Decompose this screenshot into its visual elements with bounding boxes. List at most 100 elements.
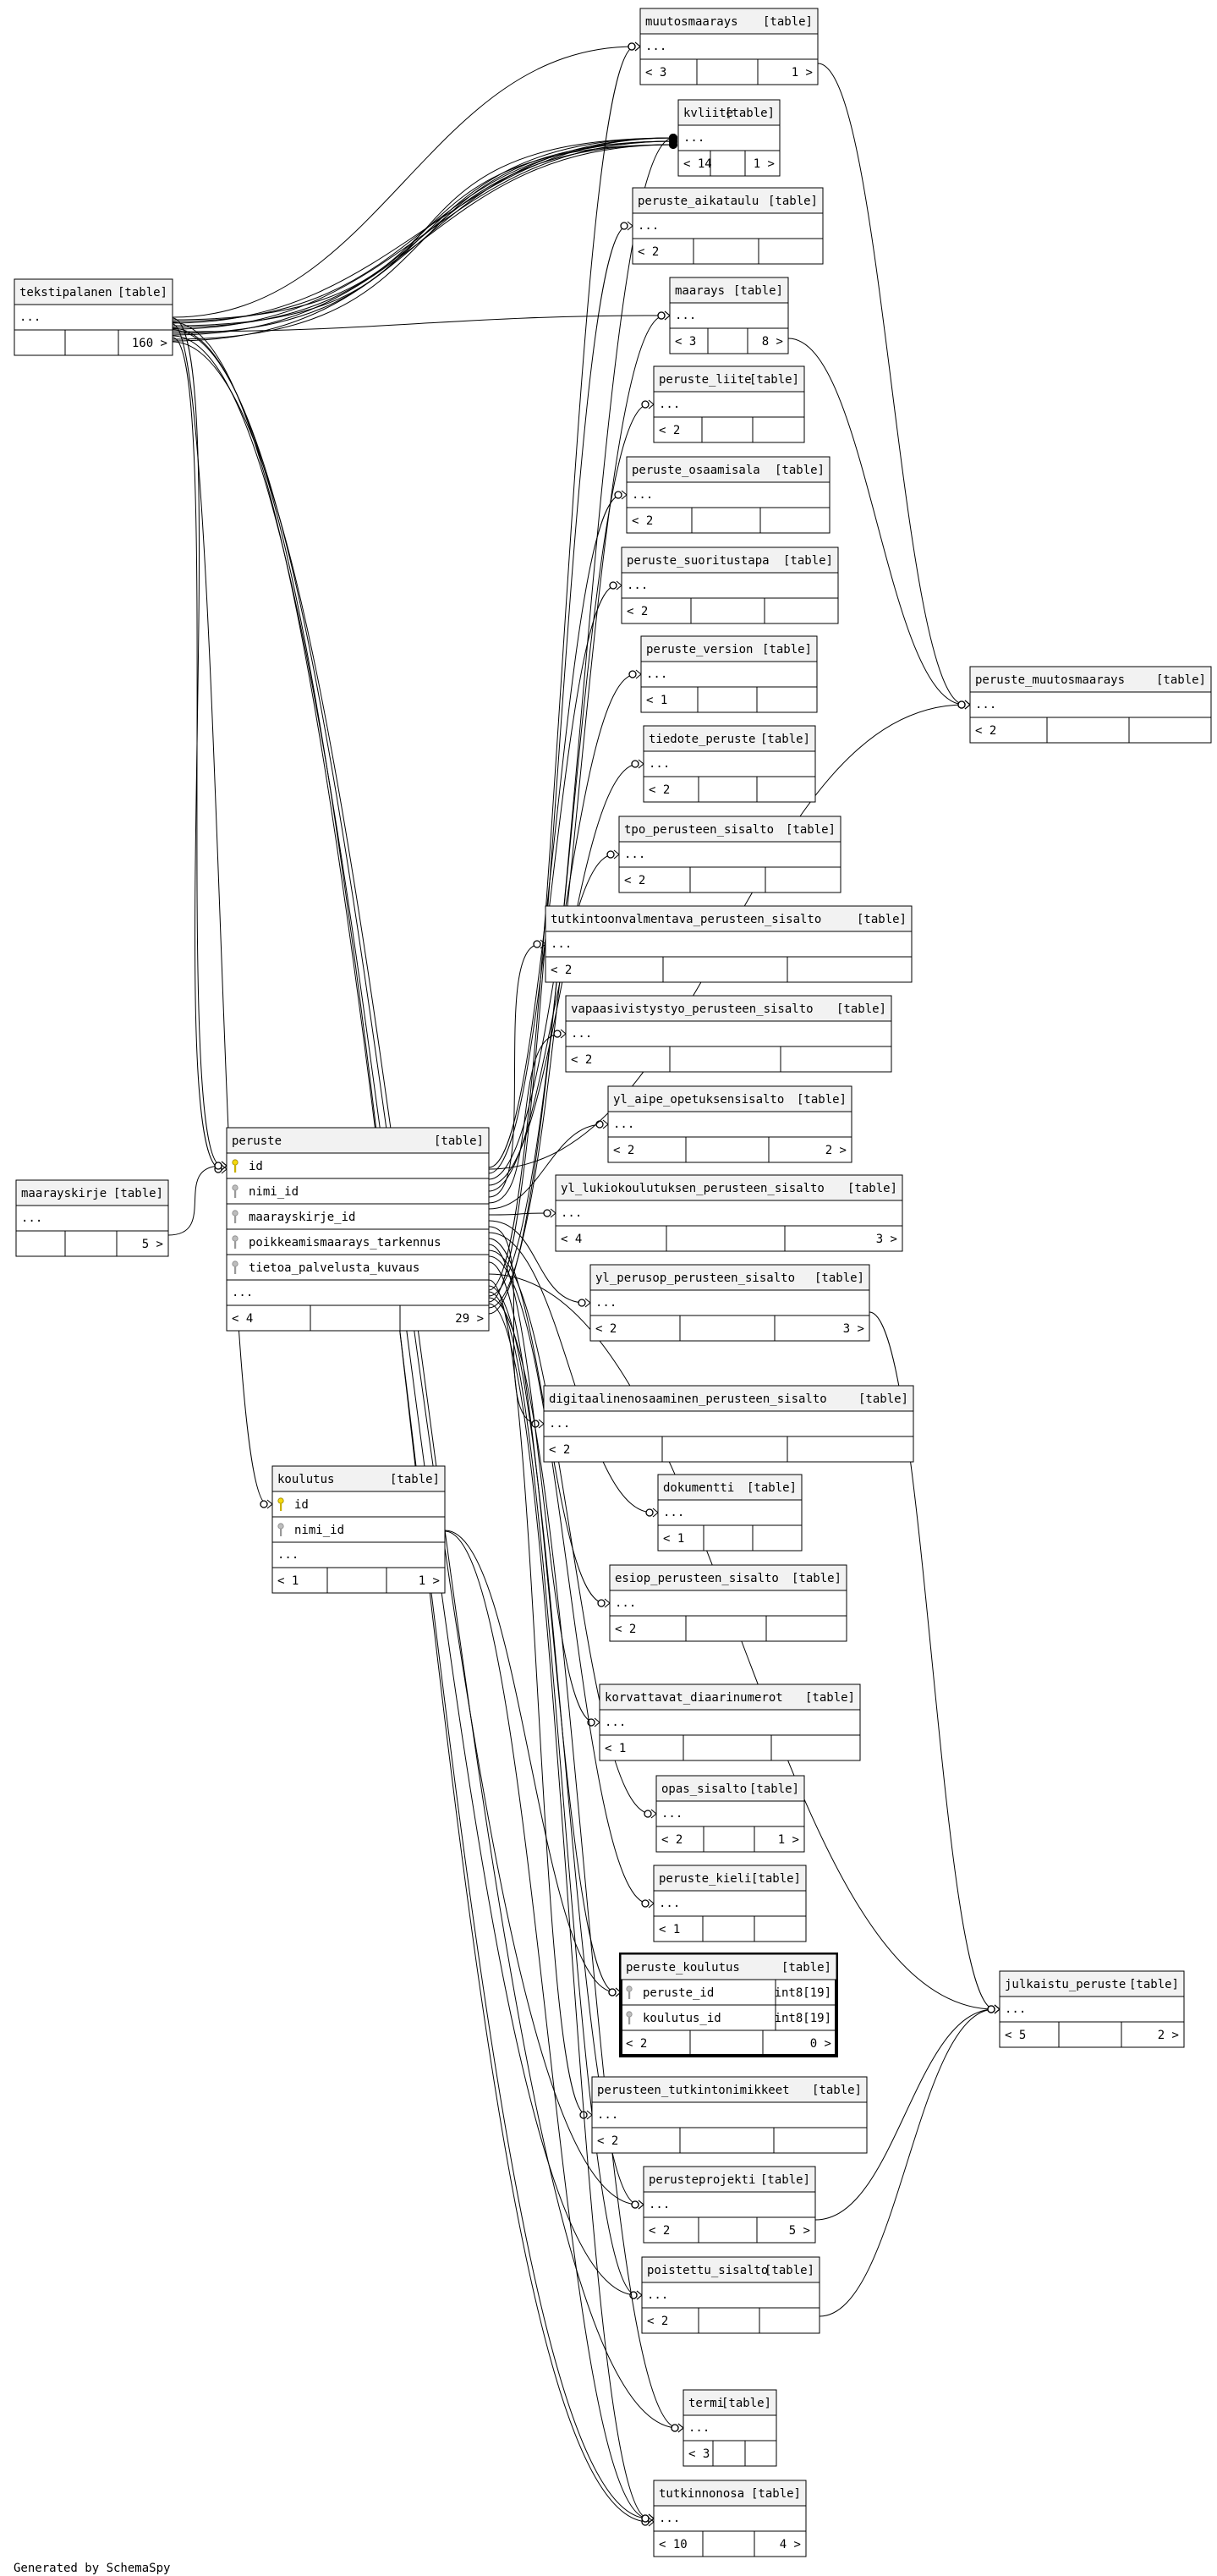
relationship-line	[488, 225, 628, 1303]
column-name: nimi_id	[294, 1524, 344, 1537]
table-name: tekstipalanen	[19, 286, 112, 299]
table-termi[interactable]: termi[table]...< 3	[683, 2389, 777, 2467]
table-tutkintoonvalmentava-perusteen-sisalto[interactable]: tutkintoonvalmentava_perusteen_sisalto [t…	[545, 905, 913, 983]
table-vapaasivistystyo-perusteen-sisalto[interactable]: vapaasivistystyo_perusteen_sisalto[table…	[565, 995, 892, 1073]
relationship-line	[172, 137, 674, 342]
table-tiedote-peruste[interactable]: tiedote_peruste[table]...< 2	[643, 725, 816, 803]
parent-count: < 1	[646, 694, 667, 707]
optional-many-marker	[620, 222, 628, 230]
optional-many-marker	[260, 1500, 268, 1508]
table-tag: [table]	[725, 107, 775, 120]
crowfoot-marker	[669, 134, 677, 142]
more-columns: ...	[615, 1596, 636, 1610]
table-tag: [table]	[1129, 1978, 1179, 1991]
table-dokumentti[interactable]: dokumentti[table]...< 1	[657, 1474, 803, 1552]
table-tag: [table]	[857, 913, 907, 926]
crowfoot-marker	[616, 580, 622, 590]
table-peruste-kieli[interactable]: peruste_kieli[table]...< 1	[653, 1865, 807, 1942]
more-columns: ...	[659, 398, 680, 411]
table-tpo-perusteen-sisalto[interactable]: tpo_perusteen_sisalto[table]...< 2	[618, 816, 841, 893]
optional-many-marker	[631, 2200, 639, 2209]
table-name: tutkinnonosa	[659, 2487, 744, 2501]
relationship-line	[172, 140, 674, 340]
table-poistettu-sisalto[interactable]: poistettu_sisalto[table]...< 2	[641, 2256, 820, 2334]
optional-many-marker	[533, 940, 541, 948]
table-name: peruste_liite	[659, 373, 752, 387]
table-tag: [table]	[768, 195, 818, 208]
crowfoot-marker	[638, 2200, 644, 2210]
table-perusteen-tutkintonimikkeet[interactable]: perusteen_tutkintonimikkeet[table]...< 2	[591, 2076, 868, 2154]
table-name: yl_perusop_perusteen_sisalto	[595, 1272, 795, 1285]
parent-count: < 2	[649, 2224, 670, 2238]
table-peruste-liite[interactable]: peruste_liite[table]...< 2	[653, 365, 805, 443]
crowfoot-marker	[613, 849, 620, 860]
relationship-line	[488, 1250, 652, 1815]
relationship-line	[488, 1232, 654, 1513]
foreign-key-icon	[232, 1184, 238, 1198]
optional-many-marker	[606, 850, 615, 859]
parent-count: < 3	[688, 2447, 710, 2461]
table-maarayskirje[interactable]: maarayskirje[table]...5 >	[15, 1179, 169, 1257]
table-tag: [table]	[786, 823, 836, 837]
crowfoot-marker	[677, 2423, 684, 2433]
relationship-line	[172, 315, 666, 332]
parent-count: < 2	[551, 964, 572, 977]
table-esiop-perusteen-sisalto[interactable]: esiop_perusteen_sisalto[table]...< 2	[609, 1564, 847, 1642]
crowfoot-marker	[635, 669, 642, 679]
crowfoot-marker	[994, 2004, 1000, 2014]
crowfoot-marker	[560, 1029, 567, 1039]
crowfoot-marker	[652, 1508, 659, 1518]
table-name: esiop_perusteen_sisalto	[615, 1572, 779, 1585]
child-count: 1 >	[419, 1574, 440, 1588]
relationship-line	[488, 1220, 586, 1304]
relationship-line	[488, 854, 615, 1192]
more-columns: ...	[659, 1897, 680, 1910]
crowfoot-marker	[638, 759, 644, 769]
table-peruste-osaamisala[interactable]: peruste_osaamisala[table]...< 2	[626, 456, 831, 534]
table-korvattavat-diaarinumerot[interactable]: korvattavat_diaarinumerot[table]...< 1	[599, 1683, 861, 1761]
crowfoot-marker	[664, 310, 671, 321]
table-tekstipalanen[interactable]: tekstipalanen[table]...160 >	[14, 278, 173, 356]
table-peruste-aikataulu[interactable]: peruste_aikataulu[table]...< 2	[632, 187, 824, 265]
parent-count: < 5	[1005, 2029, 1026, 2042]
more-columns: ...	[21, 1211, 42, 1225]
table-name: tutkintoonvalmentava_perusteen_sisalto	[551, 913, 821, 926]
optional-many-marker	[644, 1810, 652, 1818]
more-columns: ...	[645, 40, 666, 53]
table-peruste-version[interactable]: peruste_version[table]...< 1	[640, 635, 818, 713]
column-name: peruste_id	[643, 1986, 714, 2000]
relationship-line	[488, 1297, 679, 2429]
table-peruste-suoritustapa[interactable]: peruste_suoritustapa[table]...< 2	[621, 547, 839, 624]
relationship-line	[488, 585, 617, 1174]
table-yl-lukiokoulutuksen-perusteen-sisalto[interactable]: yl_lukiokoulutuksen_perusteen_sisalto[ta…	[555, 1174, 903, 1252]
table-peruste[interactable]: peruste[table]idnimi_idmaarayskirje_idpo…	[226, 1127, 490, 1332]
table-name: peruste_osaamisala	[632, 464, 760, 477]
column-name: id	[294, 1498, 309, 1512]
table-peruste-muutosmaarays[interactable]: peruste_muutosmaarays[table]...< 2	[969, 666, 1212, 744]
more-columns: ...	[646, 667, 667, 681]
table-yl-perusop-perusteen-sisalto[interactable]: yl_perusop_perusteen_sisalto[table]...< …	[589, 1264, 870, 1342]
table-name: perusteen_tutkintonimikkeet	[597, 2084, 790, 2097]
table-name: maarays	[675, 284, 725, 298]
primary-key-icon	[232, 1159, 238, 1173]
table-tag: [table]	[434, 1134, 484, 1148]
table-name: perusteprojekti	[649, 2173, 755, 2187]
parent-count: < 3	[645, 66, 666, 80]
child-count: 2 >	[825, 1144, 847, 1157]
parent-count: < 4	[561, 1233, 582, 1246]
optional-many-marker	[987, 2005, 995, 2013]
optional-many-marker	[641, 1899, 650, 1908]
table-name: tpo_perusteen_sisalto	[624, 823, 774, 837]
table-digitaalinenosaaminen-perusteen-sisalto[interactable]: digitaalinenosaaminen_perusteen_sisalto[…	[543, 1385, 914, 1463]
crowfoot-marker	[664, 310, 671, 321]
